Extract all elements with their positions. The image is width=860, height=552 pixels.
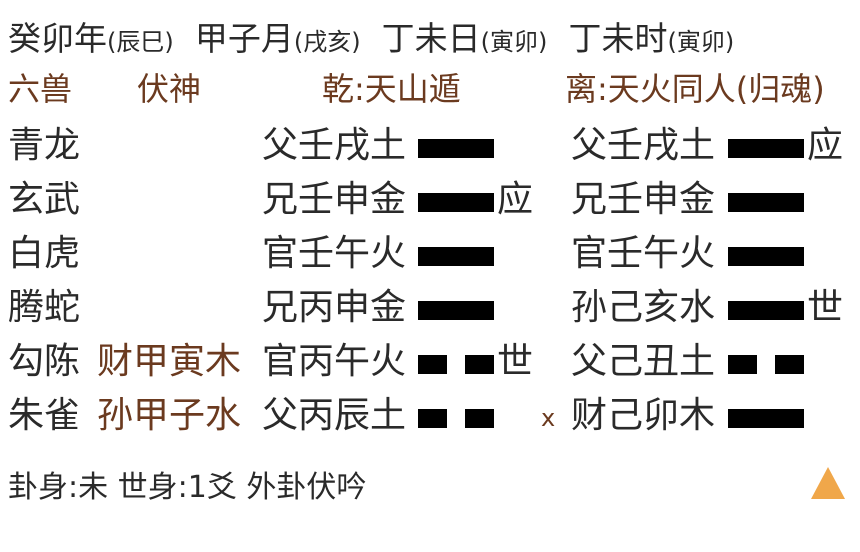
main-yao-label: 兄壬申金 — [262, 179, 407, 220]
column-liushou: 六兽 — [8, 70, 73, 108]
main-yao-line-bar-left — [418, 409, 447, 428]
changed-yao-line — [728, 301, 804, 320]
main-yao-line — [418, 247, 494, 266]
fushen-label: 孙甲子水 — [97, 395, 242, 436]
main-yao-line-bar-right — [465, 409, 494, 428]
main-yao-line-bar — [418, 301, 494, 320]
footer-note: 卦身:未 世身:1爻 外卦伏吟 — [8, 470, 367, 505]
hour-ganzhi: 丁未时 — [568, 19, 668, 58]
changed-yao-line-bar-right — [775, 355, 804, 374]
main-yao-label: 父壬戌土 — [262, 125, 407, 166]
main-yao-line — [418, 139, 494, 158]
changed-yao-line-bar — [728, 247, 804, 266]
column-main-gua: 乾:天山遁 — [322, 70, 461, 108]
main-yao-line-bar — [418, 247, 494, 266]
main-yao-label: 官丙午火 — [262, 341, 407, 382]
main-yao-line-bar-right — [465, 355, 494, 374]
main-yao-line-bar — [418, 193, 494, 212]
day-ganzhi: 丁未日 — [381, 19, 481, 58]
changed-yao-line — [728, 355, 804, 374]
changed-yao-line — [728, 193, 804, 212]
liushou-label: 白虎 — [8, 233, 81, 274]
changed-yao-line-bar — [728, 139, 804, 158]
fushen-label: 财甲寅木 — [97, 341, 242, 382]
main-yao-label: 兄丙申金 — [262, 287, 407, 328]
column-fushen: 伏神 — [137, 70, 202, 108]
changed-yao-line — [728, 409, 804, 428]
changed-yao-tag: 应 — [807, 125, 844, 166]
warning-triangle-icon[interactable] — [811, 467, 845, 499]
changed-yao-line — [728, 247, 804, 266]
main-yao-tag: 世 — [497, 341, 534, 382]
month-ganzhi: 甲子月 — [194, 19, 294, 58]
changed-yao-line — [728, 139, 804, 158]
changed-yao-line-bar — [728, 301, 804, 320]
changed-yao-label: 父己丑土 — [571, 341, 716, 382]
date-header: 癸卯年(辰巳) 甲子月(戌亥) 丁未日(寅卯) 丁未时(寅卯) — [8, 12, 734, 60]
main-yao-line-bar-left — [418, 355, 447, 374]
changed-yao-label: 官壬午火 — [571, 233, 716, 274]
month-kong: (戌亥) — [293, 28, 361, 56]
changed-yao-label: 财己卯木 — [571, 395, 716, 436]
main-yao-line — [418, 193, 494, 212]
liushou-label: 朱雀 — [8, 395, 81, 436]
column-changed-gua: 离:天火同人(归魂) — [565, 70, 825, 108]
main-yao-line-bar — [418, 139, 494, 158]
moving-mark: x — [541, 404, 556, 432]
liushou-label: 玄武 — [8, 179, 81, 220]
main-yao-line — [418, 355, 494, 374]
year-kong: (辰巳) — [107, 28, 174, 56]
year-ganzhi: 癸卯年 — [8, 19, 107, 58]
day-kong: (寅卯) — [480, 28, 548, 56]
changed-yao-line-bar — [728, 409, 804, 428]
changed-yao-line-bar — [728, 193, 804, 212]
liushou-label: 青龙 — [8, 125, 81, 166]
main-yao-tag: 应 — [497, 179, 534, 220]
liushou-label: 勾陈 — [8, 341, 81, 382]
main-yao-line — [418, 409, 494, 428]
changed-yao-line-bar-left — [728, 355, 757, 374]
changed-yao-label: 兄壬申金 — [571, 179, 716, 220]
changed-yao-label: 父壬戌土 — [571, 125, 716, 166]
hour-kong: (寅卯) — [667, 28, 735, 56]
liushou-label: 腾蛇 — [8, 287, 81, 328]
main-yao-label: 父丙辰土 — [262, 395, 407, 436]
changed-yao-label: 孙己亥水 — [571, 287, 716, 328]
main-yao-line — [418, 301, 494, 320]
main-yao-label: 官壬午火 — [262, 233, 407, 274]
changed-yao-tag: 世 — [807, 287, 844, 328]
